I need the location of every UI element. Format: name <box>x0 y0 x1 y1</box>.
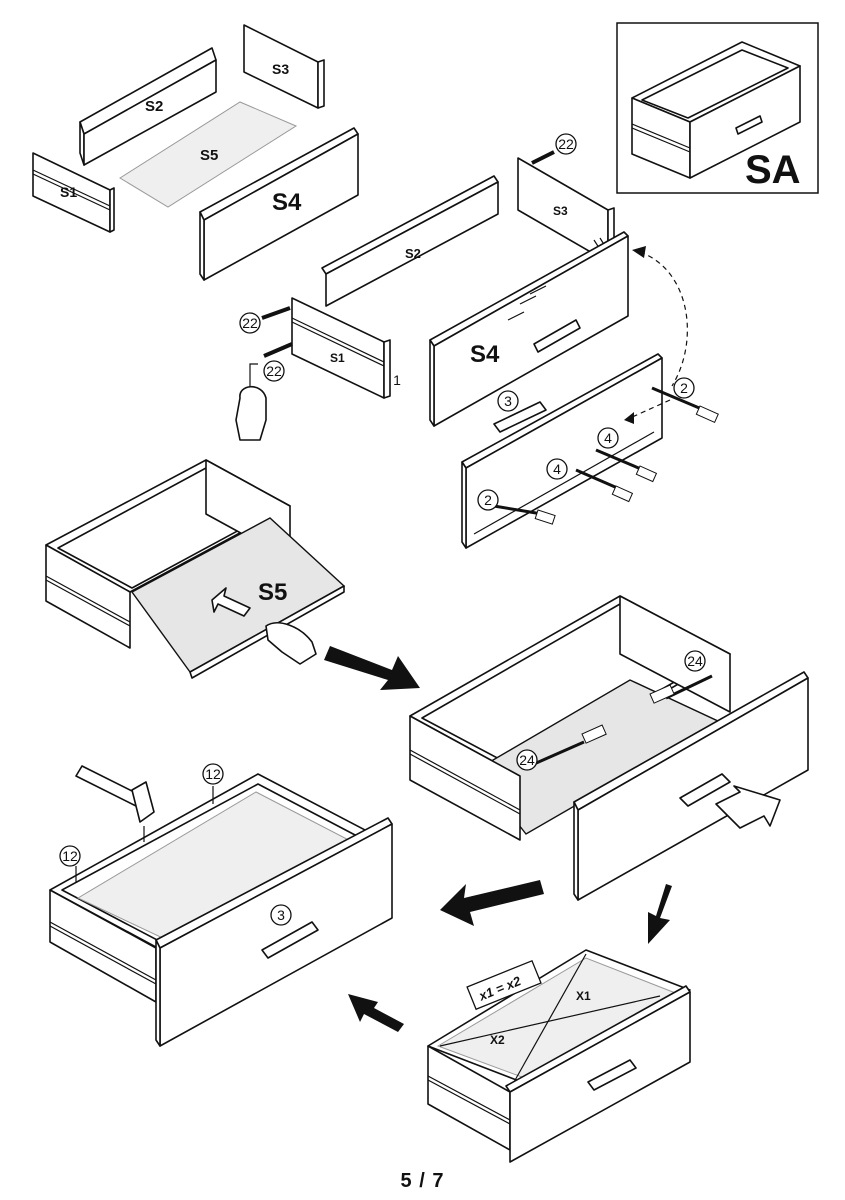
callout-12-top: 12 <box>205 766 221 782</box>
label-s5: S5 <box>200 147 218 164</box>
label-one: 1 <box>393 372 401 388</box>
screws-and-drivers: 2 4 4 2 <box>477 377 719 525</box>
callout-22-low: 22 <box>266 363 282 379</box>
panel-s1: S1 <box>32 152 115 233</box>
parts-overview: S2 S3 S5 S1 S4 <box>32 24 359 281</box>
arrow-to-step3 <box>440 880 544 926</box>
label-s2-exploded: S2 <box>405 246 421 261</box>
exploded-panel-s2: S2 <box>321 175 499 307</box>
front-panel <box>461 353 663 549</box>
panel-s3: S3 <box>243 24 325 109</box>
label-s1-exploded: S1 <box>330 351 345 365</box>
exploded-panel-s1: S1 1 <box>291 297 401 399</box>
step-attach-front: 24 24 <box>409 595 809 901</box>
swing-arrow <box>639 251 688 387</box>
handle-3: 3 <box>493 390 547 433</box>
label-s4: S4 <box>272 189 302 216</box>
arrow-to-final <box>348 994 404 1032</box>
arrow-to-step2 <box>324 646 420 690</box>
finished-drawer-box: SA <box>616 22 819 194</box>
arrow-down <box>648 884 672 944</box>
label-s5-insert: S5 <box>258 579 287 606</box>
callout-4-lower: 4 <box>553 461 561 477</box>
callout-12-left: 12 <box>62 848 78 864</box>
label-s1: S1 <box>60 184 77 200</box>
step-insert-bottom: S5 <box>45 459 346 679</box>
label-x2: X2 <box>490 1033 505 1047</box>
callout-24-left: 24 <box>519 752 535 768</box>
panel-s5: S5 <box>119 101 298 208</box>
label-x1: X1 <box>576 989 591 1003</box>
callout-3-final: 3 <box>277 907 285 923</box>
callout-22-mid: 22 <box>242 315 258 331</box>
label-s2: S2 <box>145 98 163 115</box>
callout-4-upper: 4 <box>604 430 612 446</box>
callout-22-top: 22 <box>558 136 574 152</box>
step-nail-bottom: 3 12 12 <box>49 763 393 1047</box>
callout-2-left: 2 <box>484 492 492 508</box>
callout-24-right: 24 <box>687 653 703 669</box>
exploded-panel-s4: S4 <box>429 231 629 427</box>
callout-2-right: 2 <box>680 380 688 396</box>
panel-s2: S2 <box>79 47 217 166</box>
dowel-22-top: 22 <box>531 133 577 165</box>
dowels-22-left: 22 22 <box>239 306 293 382</box>
panel-s4: S4 <box>199 127 359 281</box>
step-check-diagonal: X1 X2 x1 = x2 <box>427 949 691 1163</box>
label-s3-exploded: S3 <box>553 204 568 218</box>
page-number: 5 / 7 <box>400 1170 445 1192</box>
callout-3-handle: 3 <box>504 393 512 409</box>
exploded-assembly: S2 S3 22 S1 1 22 <box>235 133 719 549</box>
hand-hex-key <box>235 363 267 441</box>
label-sa: SA <box>745 148 801 192</box>
label-s4-exploded: S4 <box>470 341 500 368</box>
label-s3: S3 <box>272 61 289 77</box>
